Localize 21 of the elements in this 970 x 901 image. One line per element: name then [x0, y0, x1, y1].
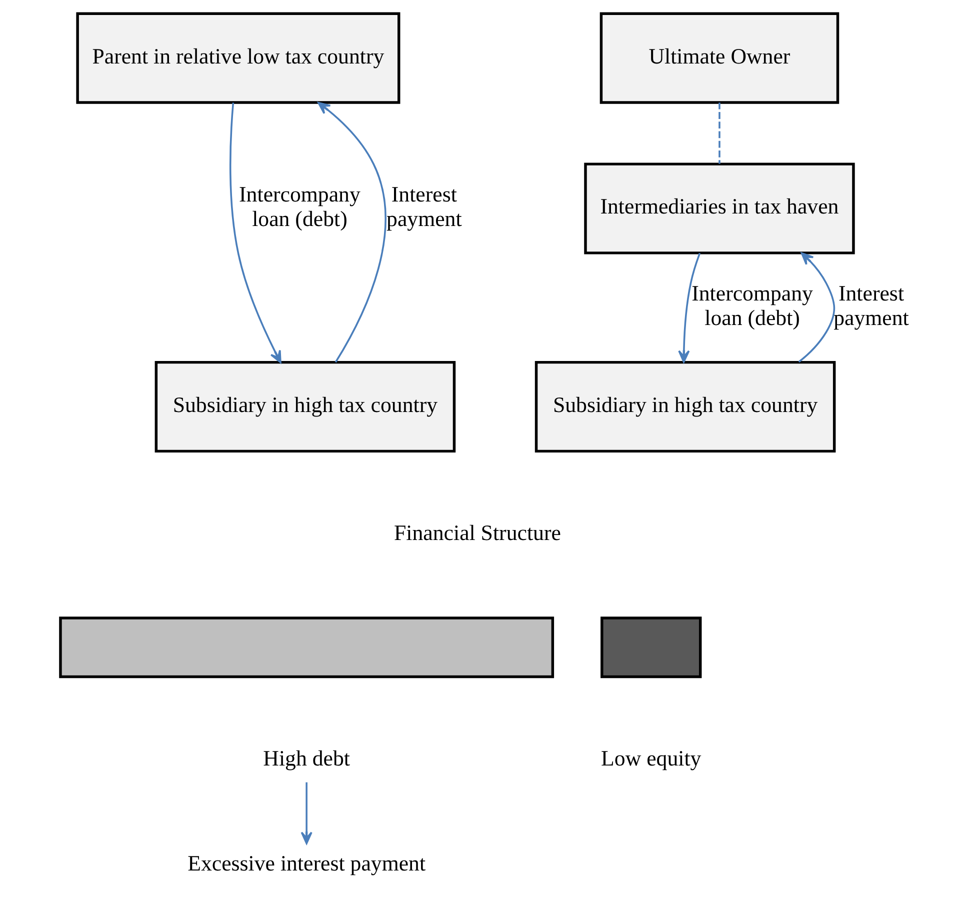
label: Financial Structure — [394, 520, 561, 545]
node-text: Excessive interest payment — [188, 852, 426, 876]
node-box: Subsidiary in high tax country — [154, 360, 456, 453]
arrow — [798, 252, 836, 363]
node-box: Parent in relative low tax country — [76, 12, 400, 104]
node-bar — [600, 616, 702, 678]
edge-label: Interest payment — [834, 282, 909, 330]
node-bar — [59, 616, 554, 678]
arrow — [678, 252, 701, 363]
arrow — [318, 102, 386, 363]
label: Low equity — [601, 746, 702, 770]
edge-label: Intercompany loan (debt) — [239, 182, 360, 231]
edge-label: Interest payment — [386, 182, 462, 231]
node-box: Subsidiary in high tax country — [534, 360, 836, 453]
arrow — [300, 782, 312, 844]
node-text: High debt — [263, 746, 350, 770]
node-box: Intermediaries in tax haven — [584, 162, 855, 254]
node-box: Ultimate Owner — [600, 12, 840, 104]
arrow — [229, 102, 282, 364]
edge-label: Intercompany loan (debt) — [692, 282, 813, 330]
connector — [718, 102, 720, 164]
